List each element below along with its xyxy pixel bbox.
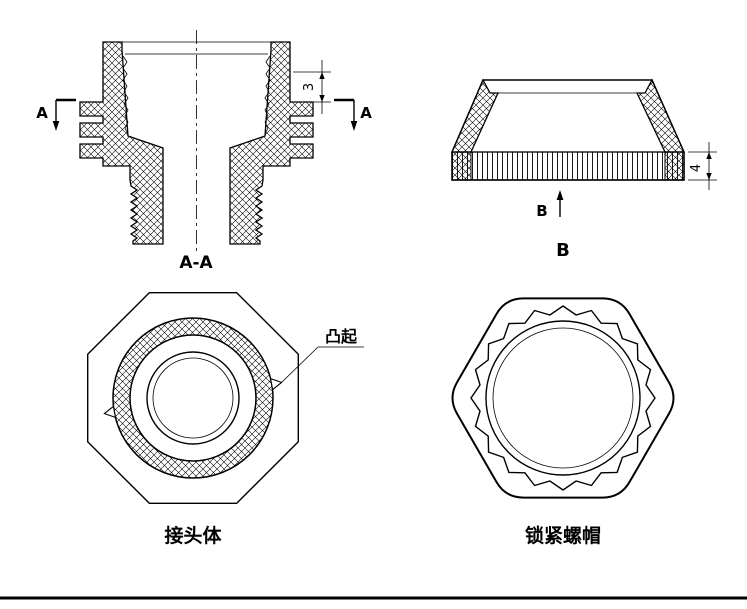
arrowhead-up [706, 152, 712, 159]
band-wall-section-right [664, 151, 685, 181]
arrowhead-down [350, 121, 358, 131]
body-wall-section-right [229, 41, 314, 245]
knurled-ring [112, 317, 274, 479]
body-octagon-outline [86, 292, 299, 504]
callout-protrusion: 凸起 [281, 327, 364, 383]
cap-bore-circle-outer [485, 320, 641, 476]
arrowhead-down [706, 173, 712, 180]
view-direction-marker-b: B [536, 190, 564, 220]
cap-hexagon-outline [451, 297, 675, 499]
arrowhead-up [556, 190, 564, 200]
dimension-3: 3 [293, 60, 331, 114]
body-wall-section-left [79, 41, 164, 245]
band-wall-section-left [451, 151, 472, 181]
internal-thread-right [264, 55, 271, 135]
arrowhead-down [319, 95, 325, 102]
dimension-3-value: 3 [302, 83, 317, 91]
body-part-label: 接头体 [164, 524, 222, 547]
cut-letter-a-right: A [360, 104, 372, 122]
direction-letter-b: B [536, 202, 547, 220]
cap-wall-section-left [451, 78, 500, 153]
knurl-band [451, 151, 685, 181]
view-body-front: 凸起 接头体 [86, 292, 364, 547]
cap-wall-section-right [635, 78, 686, 153]
protrusion-left [103, 405, 117, 419]
view-section-b: 4 B B [451, 78, 717, 261]
arrowhead-up [319, 72, 325, 79]
view-cap-front: 锁紧螺帽 [451, 297, 675, 547]
cut-marker-right: A [334, 98, 372, 131]
bore-circle-outer [146, 351, 240, 445]
dimension-4-value: 4 [689, 164, 704, 172]
cap-part-label: 锁紧螺帽 [525, 524, 601, 547]
arrowhead-down [52, 121, 60, 131]
serrated-edge [470, 305, 656, 491]
protrusion-right [269, 377, 283, 391]
bore-circle-inner [152, 357, 234, 439]
section-aa-view-label: A-A [179, 253, 213, 273]
cap-bore-circle-inner [492, 327, 634, 469]
view-b-label: B [556, 240, 570, 261]
view-section-a-a: 3 A A A-A [36, 30, 372, 273]
leader-line [281, 346, 319, 383]
cut-letter-a-left: A [36, 104, 48, 122]
cut-marker-left: A [36, 98, 76, 131]
dimension-4: 4 [688, 142, 717, 190]
callout-text: 凸起 [325, 327, 358, 346]
internal-thread-left [122, 55, 129, 135]
